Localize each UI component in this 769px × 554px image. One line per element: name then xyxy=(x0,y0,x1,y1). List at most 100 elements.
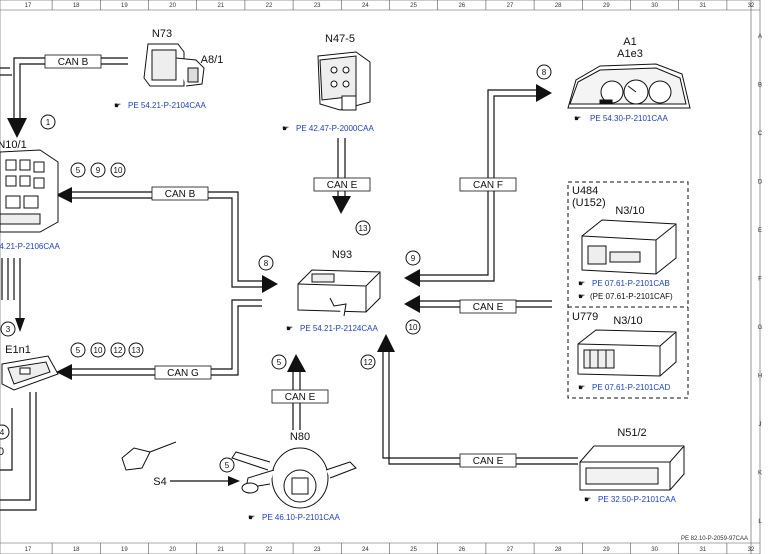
grid-column-label: 31 xyxy=(699,3,706,9)
ref-link-u484[interactable]: PE 07.61-P-2101CAB xyxy=(592,279,670,288)
ref-link-n80[interactable]: PE 46.10-P-2101CAA xyxy=(262,513,340,522)
grid-column-label: 29 xyxy=(603,3,610,9)
svg-text:8: 8 xyxy=(264,259,269,268)
u484-variant-box xyxy=(567,181,689,399)
marker-circle: 5 xyxy=(70,342,86,358)
n47-5-esp-unit xyxy=(317,51,371,111)
component-label-s4: S4 xyxy=(153,476,166,488)
ref-link-u779[interactable]: PE 07.61-P-2101CAD xyxy=(592,383,670,392)
component-label-n93: N93 xyxy=(332,249,352,261)
grid-column-label: 17 xyxy=(25,3,32,9)
ref-link-a1[interactable]: PE 54.30-P-2101CAA xyxy=(590,114,668,123)
arrow-left-canf xyxy=(404,269,420,287)
marker-circle: 4 xyxy=(0,424,10,440)
grid-column-label: 22 xyxy=(266,3,273,9)
arrow-right-a1 xyxy=(536,84,552,102)
pointing-hand-icon: ☛ xyxy=(286,324,293,333)
ref-link-u152[interactable]: (PE 07.61-P-2101CAF) xyxy=(590,292,673,301)
marker-circle: 13 xyxy=(355,220,371,236)
n93-central-gateway xyxy=(297,269,381,317)
reference-links: ☛ PE 54.21-P-2104CAA ☛ PE 42.47-P-2000CA… xyxy=(0,101,676,522)
marker-circle: 13 xyxy=(128,342,144,358)
grid-column-label: 30 xyxy=(651,547,658,553)
ref-link-n51-2[interactable]: PE 32.50-P-2101CAA xyxy=(598,495,676,504)
svg-text:5: 5 xyxy=(76,166,81,175)
bus-label-can-f: CAN F xyxy=(473,180,503,191)
s4-combination-switch xyxy=(121,441,177,471)
bus-label-can-b-top: CAN B xyxy=(58,57,89,68)
grid-column-label: 26 xyxy=(458,547,465,553)
grid-row-label: H xyxy=(758,374,762,380)
grid-column-label: 18 xyxy=(73,3,80,9)
bus-label-can-b-mid: CAN B xyxy=(165,189,196,200)
grid-column-label: 19 xyxy=(121,3,128,9)
grid-column-label: 21 xyxy=(217,547,224,553)
component-label-n80: N80 xyxy=(290,431,310,443)
grid-column-label: 23 xyxy=(314,3,321,9)
a1-instrument-cluster xyxy=(567,63,691,109)
grid-column-label: 20 xyxy=(169,547,176,553)
svg-text:10: 10 xyxy=(409,323,418,332)
marker-circle: 10 xyxy=(90,342,106,358)
grid-row-label: B xyxy=(758,83,762,89)
component-label-n73: N73 xyxy=(152,28,172,40)
pointing-hand-icon: ☛ xyxy=(248,513,255,522)
svg-text:12: 12 xyxy=(114,346,123,355)
ref-link-n73[interactable]: PE 54.21-P-2104CAA xyxy=(128,101,206,110)
svg-text:12: 12 xyxy=(364,358,373,367)
component-label-n51-2: N51/2 xyxy=(617,427,646,439)
grid-column-label: 31 xyxy=(699,547,706,553)
grid-column-label: 24 xyxy=(362,547,369,553)
grid-column-label: 32 xyxy=(748,3,755,9)
arrow-up-n93 xyxy=(287,354,306,372)
pointing-hand-icon: ☛ xyxy=(574,114,581,123)
component-label-e1n1: E1n1 xyxy=(5,344,31,356)
grid-column-label: 28 xyxy=(555,3,562,9)
grid-column-label: 22 xyxy=(266,547,273,553)
ref-link-n47-5[interactable]: PE 42.47-P-2000CAA xyxy=(296,124,374,133)
bus-label-can-e-ecu: CAN E xyxy=(473,302,504,313)
marker-circle: 9 xyxy=(405,250,421,266)
pointing-hand-icon: ☛ xyxy=(578,292,585,301)
svg-text:5: 5 xyxy=(76,346,81,355)
svg-text:3: 3 xyxy=(6,325,11,334)
marker-circle: 5 xyxy=(70,162,86,178)
svg-text:13: 13 xyxy=(132,346,141,355)
component-label-n47-5: N47-5 xyxy=(325,33,355,45)
number-markers: 1 5 9 10 3 5 10 12 13 4 8 13 8 9 10 5 12… xyxy=(0,64,552,473)
grid-row-label: F xyxy=(758,277,762,283)
svg-text:10: 10 xyxy=(94,346,103,355)
grid-column-label: 19 xyxy=(121,547,128,553)
bus-label-can-e-n80: CAN E xyxy=(285,392,316,403)
e1n1-module xyxy=(1,355,59,391)
ref-link-n10-1[interactable]: PE 54.21-P-2106CAA xyxy=(0,242,60,251)
grid-column-label: 20 xyxy=(169,3,176,9)
component-label-n3-10-a: N3/10 xyxy=(615,205,644,217)
svg-text:10: 10 xyxy=(114,166,123,175)
n73-ignition-switch xyxy=(143,43,205,87)
arrow-left-canb xyxy=(56,187,72,203)
component-label-u484: U484 xyxy=(572,185,598,197)
marker-circle: 1 xyxy=(40,114,56,130)
ref-link-n93[interactable]: PE 54.21-P-2124CAA xyxy=(300,324,378,333)
grid-row-label: G xyxy=(758,325,763,331)
arrow-left-cang xyxy=(56,364,72,380)
component-label-u152: (U152) xyxy=(572,197,606,209)
svg-text:9: 9 xyxy=(96,166,101,175)
arrow-right-s4 xyxy=(228,476,240,486)
grid-row-label: A xyxy=(758,34,762,40)
grid-column-label: 21 xyxy=(217,3,224,9)
svg-text:9: 9 xyxy=(411,254,416,263)
grid-row-label: E xyxy=(758,228,762,234)
marker-circle: 5 xyxy=(219,457,235,473)
marker-circle: 8 xyxy=(258,255,274,271)
grid-column-label: 24 xyxy=(362,3,369,9)
svg-text:1: 1 xyxy=(46,118,51,127)
grid-row-label: D xyxy=(758,180,763,186)
grid-row-label: J xyxy=(759,422,762,428)
